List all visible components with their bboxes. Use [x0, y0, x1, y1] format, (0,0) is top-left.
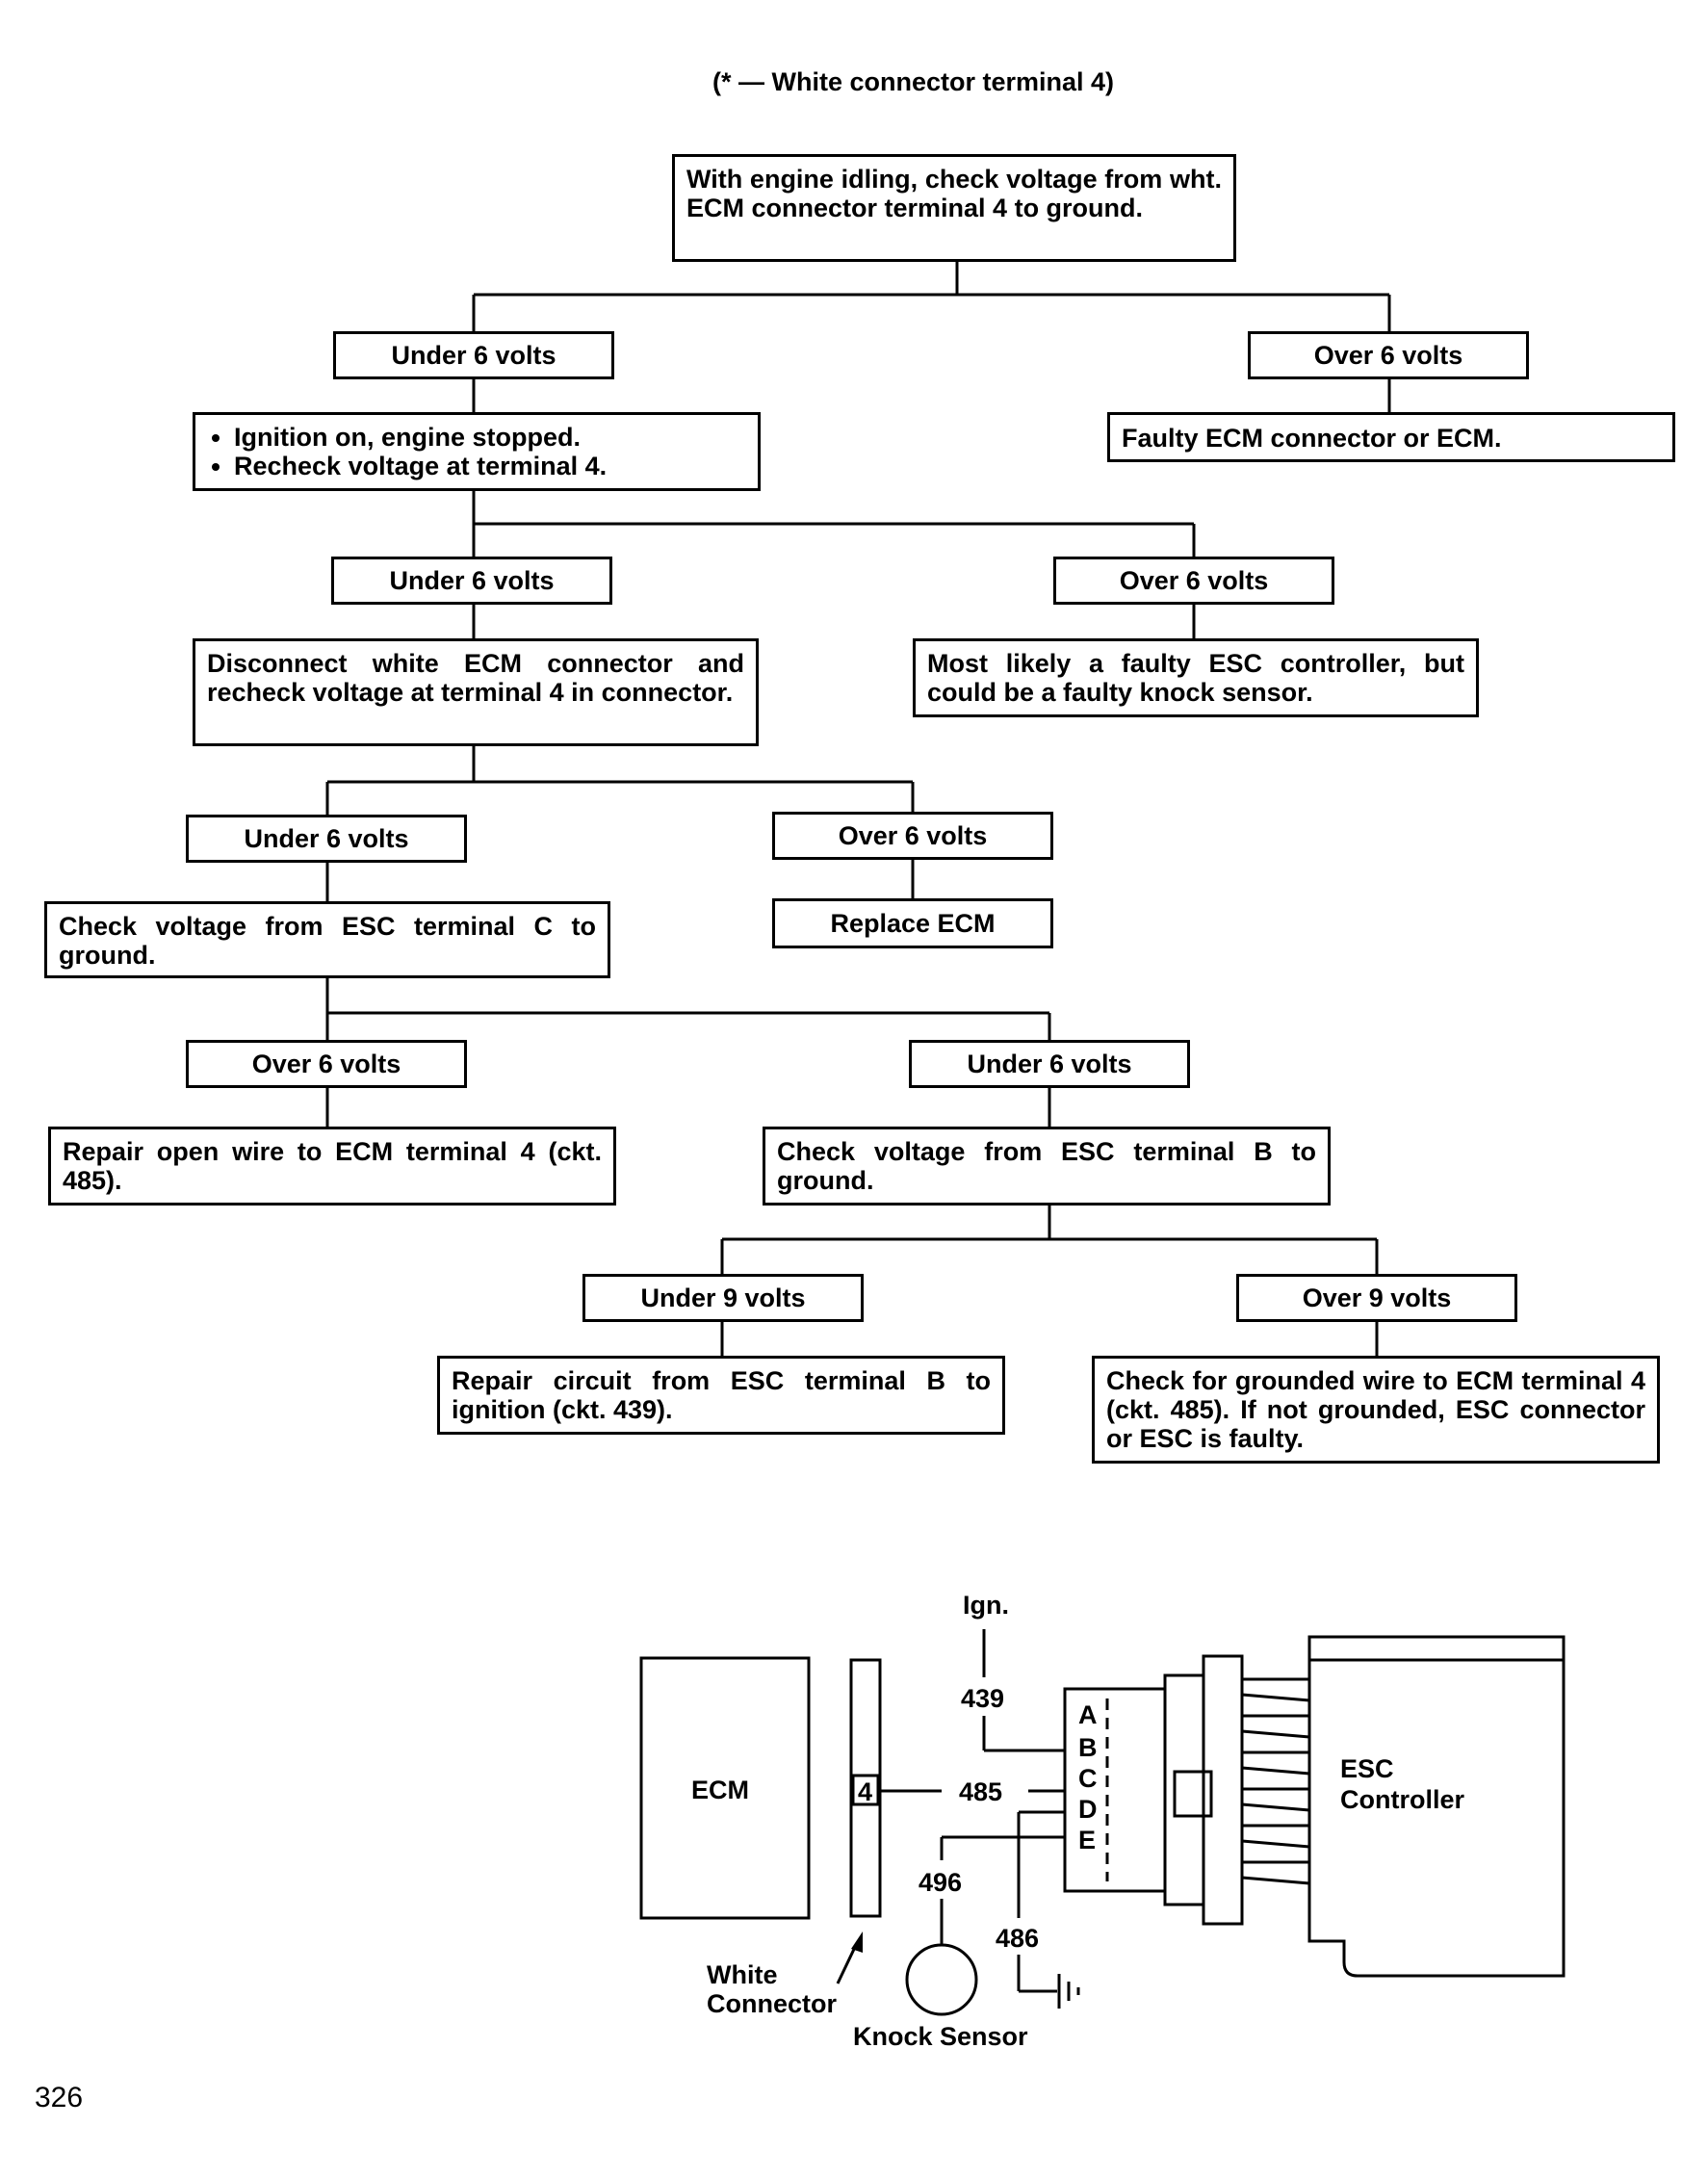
knock-sensor-circle	[905, 1943, 978, 2016]
l3-under-step-box: Check voltage from ESC terminal C to gro…	[44, 901, 610, 978]
ecm-label: ECM	[691, 1776, 749, 1804]
ckt-439-label: 439	[961, 1684, 1004, 1713]
esc-label-line1: ESC	[1340, 1754, 1394, 1783]
l5-under-9-volts-label: Under 9 volts	[582, 1274, 864, 1322]
start-step-box: With engine idling, check voltage from w…	[672, 154, 1236, 262]
l2-under-6-volts-label: Under 6 volts	[331, 557, 612, 605]
l1-over-6-volts-label: Over 6 volts	[1248, 331, 1529, 379]
l3-over-6-volts-label: Over 6 volts	[772, 812, 1053, 860]
l5-under-result-box: Repair circuit from ESC terminal B to ig…	[437, 1356, 1005, 1435]
l1-under-6-volts-label: Under 6 volts	[333, 331, 614, 379]
ecm-box	[639, 1656, 811, 1920]
esc-controller-outline	[1307, 1635, 1566, 1978]
white-connector-label-line2: Connector	[707, 1989, 837, 2018]
l3-under-6-volts-label: Under 6 volts	[186, 815, 467, 863]
esc-label-line2: Controller	[1340, 1785, 1464, 1814]
ckt-486-label: 486	[996, 1924, 1039, 1953]
ckt-485-label: 485	[959, 1777, 1002, 1806]
l4-under-6-volts-label: Under 6 volts	[909, 1040, 1190, 1088]
pin-d-label: D	[1078, 1795, 1098, 1824]
pin-b-label: B	[1078, 1733, 1098, 1762]
header-note: (* — White connector terminal 4)	[712, 67, 1115, 96]
terminal-4-label: 4	[858, 1777, 872, 1806]
terminal-4-box	[851, 1774, 880, 1806]
pin-a-label: A	[1078, 1700, 1098, 1729]
page-number: 326	[35, 2082, 84, 2113]
ckt-496-label: 496	[919, 1868, 962, 1897]
l1-step-1: Ignition on, engine stopped.	[234, 423, 746, 452]
white-connector-label-line1: White	[707, 1960, 778, 1989]
l5-over-9-volts-label: Over 9 volts	[1236, 1274, 1517, 1322]
l1-under-steps-box: Ignition on, engine stopped. Recheck vol…	[193, 412, 761, 491]
wiring-diagram: ECM 4 Ign. 439 485 496 486 A B C D E ESC…	[639, 1591, 1566, 2051]
pin-e-label: E	[1078, 1826, 1096, 1854]
flowchart-connectors	[325, 262, 1391, 1358]
l2-over-6-volts-label: Over 6 volts	[1053, 557, 1334, 605]
pin-c-label: C	[1078, 1764, 1098, 1793]
l2-over-result-box: Most likely a faulty ESC controller, but…	[913, 638, 1479, 717]
l2-under-step-box: Disconnect white ECM connector and reche…	[193, 638, 759, 746]
l4-over-result-box: Repair open wire to ECM terminal 4 (ckt.…	[48, 1127, 616, 1206]
l5-over-result-box: Check for grounded wire to ECM terminal …	[1092, 1356, 1660, 1464]
l1-over-result-box: Faulty ECM connector or ECM.	[1107, 412, 1675, 462]
l1-step-2: Recheck voltage at terminal 4.	[234, 452, 746, 480]
white-connector	[849, 1658, 882, 1918]
l3-over-result-box: Replace ECM	[772, 898, 1053, 948]
ign-label: Ign.	[963, 1591, 1009, 1620]
knock-sensor-label: Knock Sensor	[853, 2022, 1028, 2051]
l4-over-6-volts-label: Over 6 volts	[186, 1040, 467, 1088]
l4-under-step-box: Check voltage from ESC terminal B to gro…	[763, 1127, 1331, 1206]
